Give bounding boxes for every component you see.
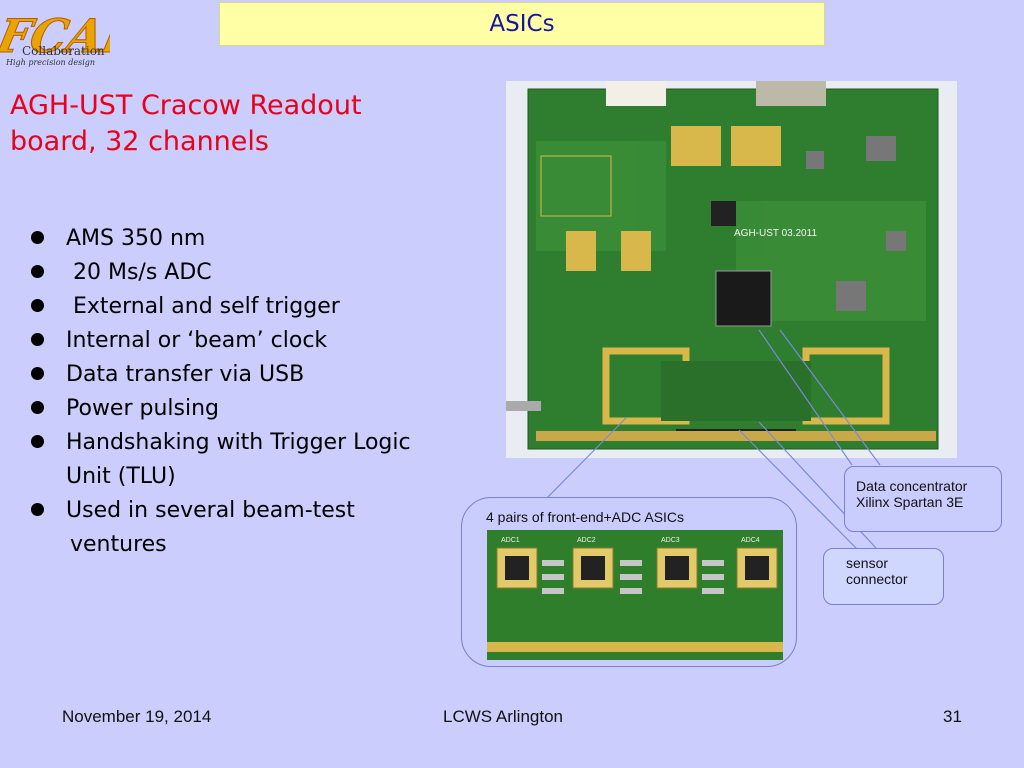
bullet-dot-icon xyxy=(31,299,44,312)
bullet-dot-icon xyxy=(31,435,44,448)
bullet-dot-icon xyxy=(31,367,44,380)
asics-closeup-photo: ADC1 ADC2 ADC3 ADC4 xyxy=(487,530,783,660)
slide-title: ASICs xyxy=(219,2,825,46)
logo-tagline: High precision design xyxy=(6,58,96,67)
bullet-dot-icon xyxy=(31,333,44,346)
bullet-item: Internal or ‘beam’ clock xyxy=(28,324,498,358)
svg-text:ADC4: ADC4 xyxy=(741,537,760,544)
bullet-dot-icon xyxy=(31,503,44,516)
heading-line-1: AGH-UST Cracow Readout xyxy=(10,90,362,121)
slide-heading: AGH-UST Cracow Readout board, 32 channel… xyxy=(10,88,450,160)
data-concentrator-line-2: Xilinx Spartan 3E xyxy=(856,494,964,510)
svg-text:ADC3: ADC3 xyxy=(661,537,680,544)
bullet-dot-icon xyxy=(31,401,44,414)
footer-event: LCWS Arlington xyxy=(443,707,563,726)
footer-page-number: 31 xyxy=(943,707,962,726)
feature-list: AMS 350 nm 20 Ms/s ADC External and self… xyxy=(28,222,498,562)
slide-title-text: ASICs xyxy=(489,11,555,37)
data-concentrator-callout: Data concentrator Xilinx Spartan 3E xyxy=(844,466,1002,532)
fcal-logo: FCAL Collaboration High precision design xyxy=(0,0,142,80)
heading-line-2: board, 32 channels xyxy=(10,126,269,157)
pcb-illustration: AGH-UST 03.2011 xyxy=(506,81,957,458)
asics-callout-label: 4 pairs of front-end+ADC ASICs xyxy=(486,509,685,525)
bullet-item: Power pulsing xyxy=(28,392,498,426)
sensor-callout-line-1: sensor xyxy=(846,555,889,571)
asics-closeup-illustration: ADC1 ADC2 ADC3 ADC4 xyxy=(487,530,783,660)
footer-date: November 19, 2014 xyxy=(62,707,212,726)
bullet-item: Data transfer via USB xyxy=(28,358,498,392)
svg-text:ADC2: ADC2 xyxy=(577,537,596,544)
bullet-item: External and self trigger xyxy=(28,290,498,324)
bullet-dot-icon xyxy=(31,231,44,244)
bullet-dot-icon xyxy=(31,265,44,278)
sensor-connector-callout: sensor connector xyxy=(823,548,944,605)
data-concentrator-line-1: Data concentrator xyxy=(856,478,968,494)
sensor-callout-line-2: connector xyxy=(846,571,908,587)
readout-board-photo: AGH-UST 03.2011 xyxy=(506,81,957,458)
logo-collaboration: Collaboration xyxy=(22,44,105,58)
board-silkscreen-label: AGH-UST 03.2011 xyxy=(734,228,817,239)
svg-text:ADC1: ADC1 xyxy=(501,537,520,544)
bullet-item: 20 Ms/s ADC xyxy=(28,256,498,290)
bullet-item: AMS 350 nm xyxy=(28,222,498,256)
